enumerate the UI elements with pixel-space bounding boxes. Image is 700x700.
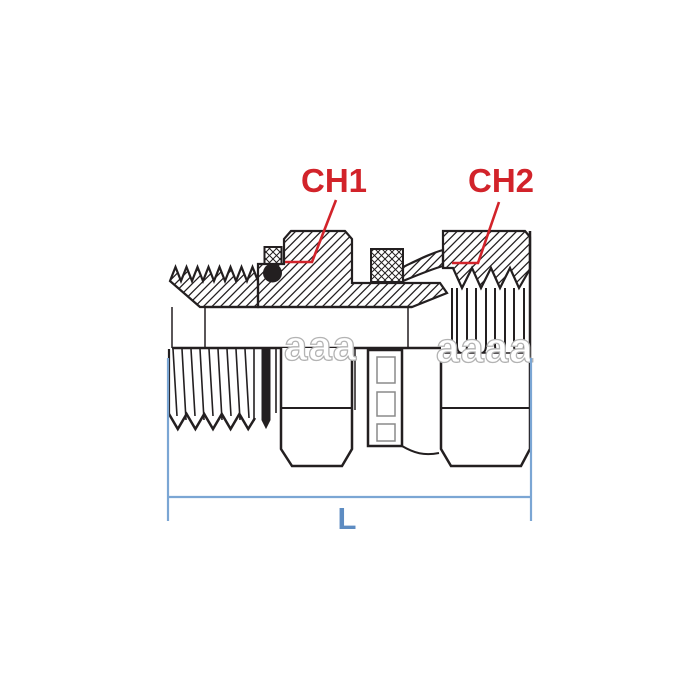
swivel-nut-section xyxy=(441,229,532,291)
washer-edge-view xyxy=(261,348,271,430)
o-ring xyxy=(263,263,282,283)
thread-crest-zigzag xyxy=(167,411,257,432)
label-ch2: CH2 xyxy=(468,162,534,199)
end-face-lines xyxy=(171,307,409,348)
label-length: L xyxy=(338,501,357,536)
watermark-left: aaa xyxy=(284,322,357,369)
dimension: L xyxy=(166,358,533,536)
male-thread-view xyxy=(167,348,277,432)
ch1-leader-line xyxy=(285,199,338,264)
watermark-right: aaaa xyxy=(436,324,533,371)
male-thread-section xyxy=(168,263,260,309)
collar-section xyxy=(370,248,404,283)
callouts: CH1 CH2 xyxy=(285,162,534,265)
body-hex-view xyxy=(279,348,356,468)
nut-flange-section xyxy=(401,248,445,283)
ch2-leader-line xyxy=(452,201,501,265)
retaining-washer xyxy=(263,246,283,265)
watermark: aaa aaaa xyxy=(283,321,533,371)
label-ch1: CH1 xyxy=(301,162,367,199)
fitting-body xyxy=(167,229,532,468)
grooved-collar-view xyxy=(366,348,440,456)
